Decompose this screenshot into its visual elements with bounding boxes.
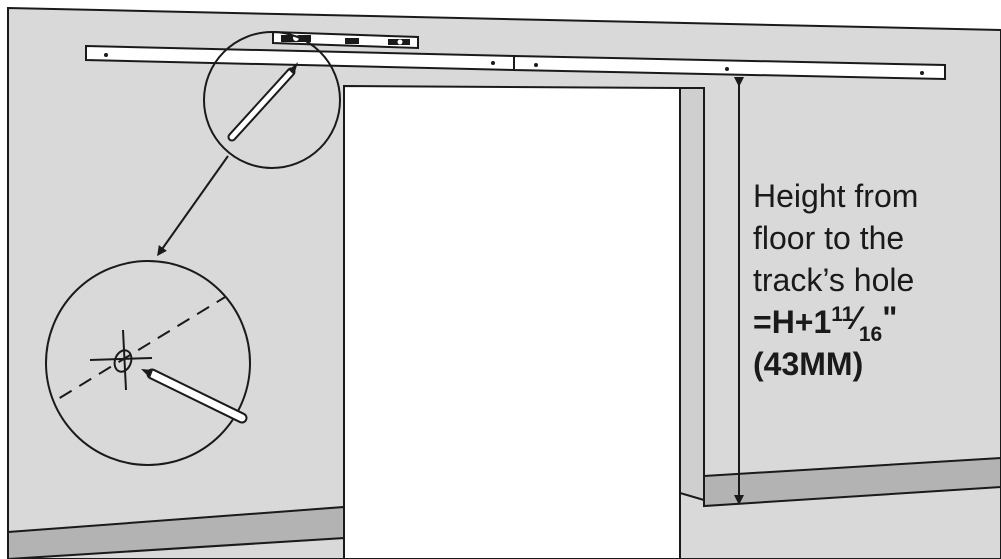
annotation-line-3: track’s hole	[753, 262, 914, 298]
annotation-formula: =H+111⁄16"	[753, 300, 897, 346]
annotation-metric: (43MM)	[753, 346, 863, 382]
annotation-line-2: floor to the	[753, 220, 904, 256]
inch-mark: "	[882, 300, 897, 336]
fraction-numerator: 11	[831, 303, 854, 326]
crosshair-mark-icon	[89, 329, 153, 391]
formula-prefix: =H+1	[753, 304, 831, 340]
track-holes	[104, 53, 924, 75]
door-jamb	[679, 87, 705, 502]
magnify-circle-icon	[45, 260, 251, 466]
track-right-section	[513, 54, 946, 81]
height-annotation: Height from floor to the track’s hole =H…	[753, 178, 918, 382]
annotation-line-1: Height from	[753, 178, 918, 214]
pointer-arrow	[157, 155, 229, 257]
baseboard-left	[7, 505, 345, 559]
door-opening	[343, 84, 681, 559]
pencil-detail-icon	[141, 368, 248, 424]
pencil-icon	[227, 62, 298, 142]
baseboard-right	[703, 456, 1001, 508]
fraction-denominator: 16	[859, 323, 882, 346]
magnify-circle-small	[203, 31, 341, 169]
